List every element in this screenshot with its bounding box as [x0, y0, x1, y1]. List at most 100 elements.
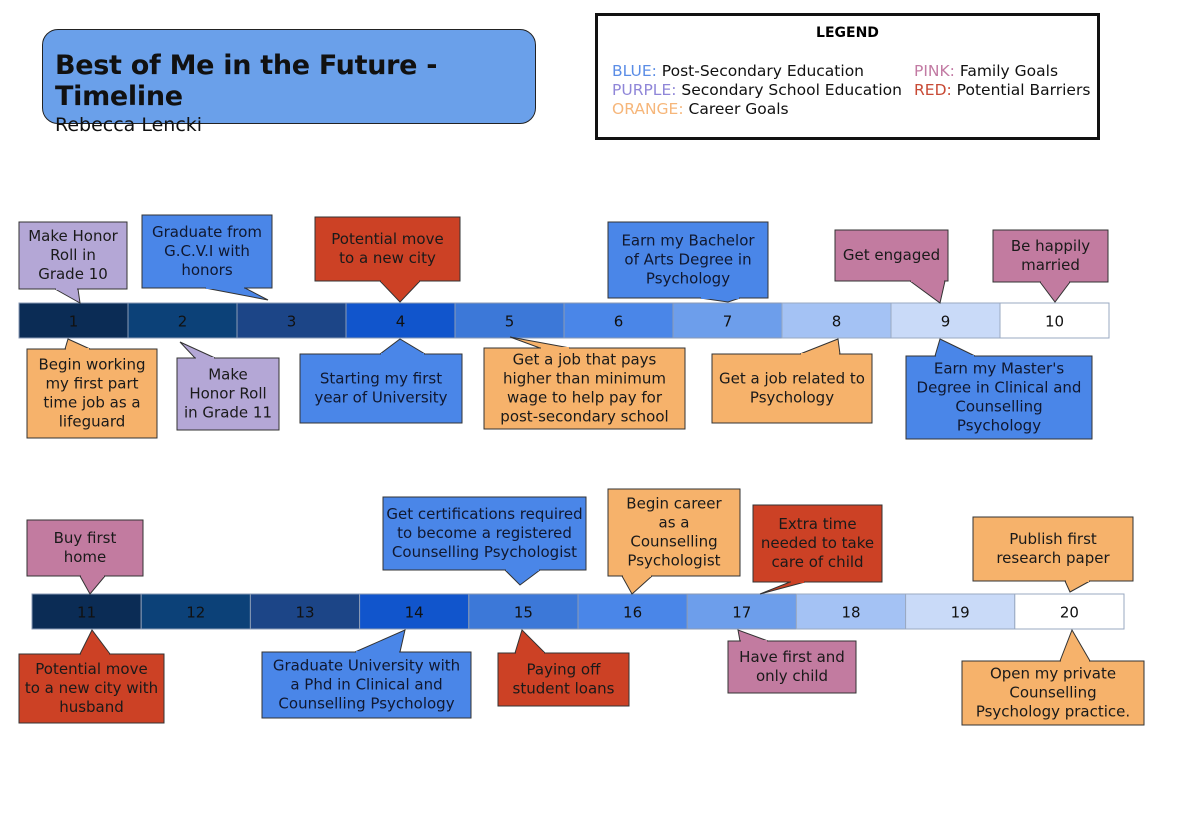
callout-pointer — [378, 338, 427, 355]
callout-box — [752, 504, 883, 583]
callout-pointer — [934, 338, 976, 357]
callout-text: to a new city — [339, 249, 436, 267]
callout-text: my first part — [45, 375, 138, 393]
callout-text: home — [64, 548, 107, 566]
legend-title: LEGEND — [816, 25, 879, 41]
callout-pointer — [621, 575, 654, 595]
callout-pointer — [1039, 281, 1071, 303]
legend-item-orange: ORANGE: Career Goals — [612, 100, 789, 118]
callout-text: Begin working — [39, 356, 146, 374]
callout-pointer — [79, 575, 107, 595]
callout-text: time job as a — [43, 394, 140, 412]
callout-box — [141, 214, 273, 289]
callout-text: Make — [208, 366, 248, 384]
segment-label: 2 — [178, 313, 188, 331]
callout-text: Degree in Clinical and — [917, 379, 1082, 397]
timeline-segment-13 — [249, 593, 361, 630]
segment-label: 15 — [514, 604, 533, 622]
callout-pointer — [354, 629, 406, 653]
callout-text: Counselling Psychology — [278, 695, 454, 713]
timeline-segment-1 — [18, 302, 129, 339]
timeline-segment-20 — [1014, 593, 1125, 630]
callout-pointer — [64, 338, 91, 350]
timeline-segment-6 — [563, 302, 674, 339]
callout-text: higher than minimum — [503, 370, 666, 388]
callout-pointer — [53, 288, 81, 304]
legend-item-purple: PURPLE: Secondary School Education — [612, 81, 902, 99]
callout-box — [483, 347, 686, 430]
segment-label: 17 — [732, 604, 751, 622]
timeline-segment-19 — [905, 593, 1016, 630]
callout-pointer — [1064, 580, 1091, 593]
legend: LEGEND BLUE: Post-Secondary Education PU… — [595, 13, 1100, 140]
callout-text: Psychology — [646, 270, 730, 288]
segment-label: 12 — [186, 604, 205, 622]
callout-pointer — [503, 569, 542, 586]
callout-pointer — [1059, 628, 1091, 662]
callout-pointer — [378, 280, 422, 303]
segment-label: 11 — [77, 604, 96, 622]
callout-text: of Arts Degree in — [624, 251, 751, 269]
callout-text: honors — [181, 261, 233, 279]
callout-text: a Phd in Clinical and — [290, 676, 442, 694]
callout-pointer — [509, 336, 571, 349]
callout-box — [18, 653, 165, 724]
callout-text: year of University — [314, 389, 447, 407]
callout-text: to become a registered — [397, 524, 572, 542]
callout-text: Get certifications required — [386, 505, 582, 523]
timeline-segment-4 — [345, 302, 456, 339]
legend-item-blue: BLUE: Post-Secondary Education — [612, 62, 865, 80]
timeline-segment-10 — [999, 302, 1110, 339]
callout-text: Counselling Psychologist — [392, 543, 577, 561]
callout-text: Counselling — [955, 398, 1042, 416]
callout-text: Psychologist — [627, 552, 720, 570]
callout-text: Roll in — [50, 246, 96, 264]
callout-text: Make Honor — [28, 227, 118, 245]
callout-pointer — [204, 287, 269, 301]
callout-box — [711, 353, 873, 424]
timeline-segment-8 — [781, 302, 892, 339]
timeline-segment-2 — [127, 302, 238, 339]
timeline-segment-9 — [890, 302, 1001, 339]
callout-text: Get a job related to — [719, 370, 865, 388]
callout-text: student loans — [513, 680, 615, 698]
segment-label: 8 — [832, 313, 842, 331]
callout-pointer — [179, 341, 216, 359]
segment-label: 14 — [405, 604, 424, 622]
callout-box — [497, 652, 630, 707]
segment-label: 18 — [841, 604, 860, 622]
callout-text: as a — [659, 514, 690, 532]
page-title: Best of Me in the Future - Timeline — [55, 50, 438, 112]
segment-label: 1 — [69, 313, 79, 331]
callout-box — [26, 519, 144, 577]
callout-text: married — [1021, 256, 1080, 274]
callout-text: Potential move — [35, 660, 147, 678]
timeline-segment-14 — [359, 593, 470, 630]
callout-box — [727, 640, 857, 694]
callout-text: Grade 10 — [38, 265, 108, 283]
segment-label: 4 — [396, 313, 406, 331]
segment-label: 13 — [295, 604, 314, 622]
callout-text: Be happily — [1011, 237, 1090, 255]
callout-box — [299, 353, 463, 424]
segment-label: 6 — [614, 313, 624, 331]
callout-text: Paying off — [527, 661, 602, 679]
